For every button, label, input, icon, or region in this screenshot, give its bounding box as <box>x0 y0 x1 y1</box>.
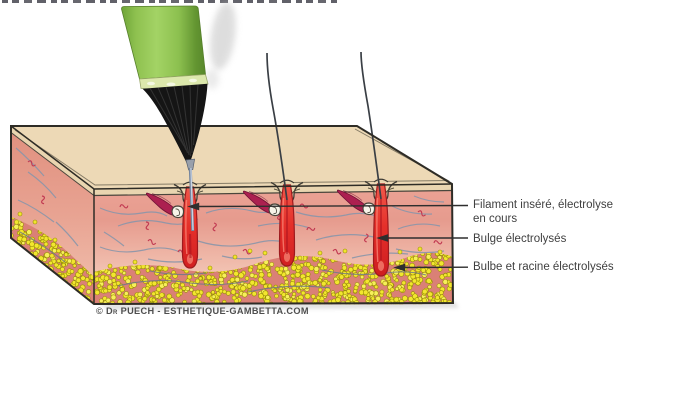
device-tip-ridges <box>149 84 199 157</box>
hair-follicle-2 <box>242 179 304 267</box>
dermis-fibers-left <box>15 147 79 247</box>
leader-lines <box>187 202 469 272</box>
credit-text: © Dr PUECH - ESTHETIQUE-GAMBETTA.COM <box>96 306 309 316</box>
device-body <box>121 5 206 80</box>
arrowhead-bulbe <box>393 263 406 272</box>
label-line: en cours <box>473 212 518 225</box>
label-line: Bulbe et racine électrolysés <box>473 261 614 273</box>
label-filament-insere: Filament inséré, électrolyse en cours <box>473 199 643 226</box>
arrowhead-filament <box>187 202 200 211</box>
bulge-structure-1 <box>171 205 185 219</box>
label-line: Filament inséré, électrolyse <box>473 199 613 211</box>
leader-line-filament <box>196 204 469 208</box>
electrolysis-device <box>121 2 236 232</box>
hair-shaft-3 <box>360 51 382 200</box>
bulge-structure-3 <box>362 202 376 216</box>
hair-shaft-2 <box>266 52 288 201</box>
hair-follicle-1 <box>145 181 207 269</box>
label-line: Bulge électrolysés <box>473 233 567 245</box>
device-shadow <box>210 2 236 70</box>
cropped-title-fragment <box>2 0 337 3</box>
hair-follicle-3 <box>336 178 398 277</box>
epidermis-left-strip <box>11 126 94 196</box>
block-outline <box>10 125 455 306</box>
device-collet <box>185 158 196 171</box>
label-bulge: Bulge électrolysés <box>473 233 643 247</box>
arrowhead-bulge <box>376 234 389 242</box>
label-bulbe-racine: Bulbe et racine électrolysés <box>473 261 643 275</box>
